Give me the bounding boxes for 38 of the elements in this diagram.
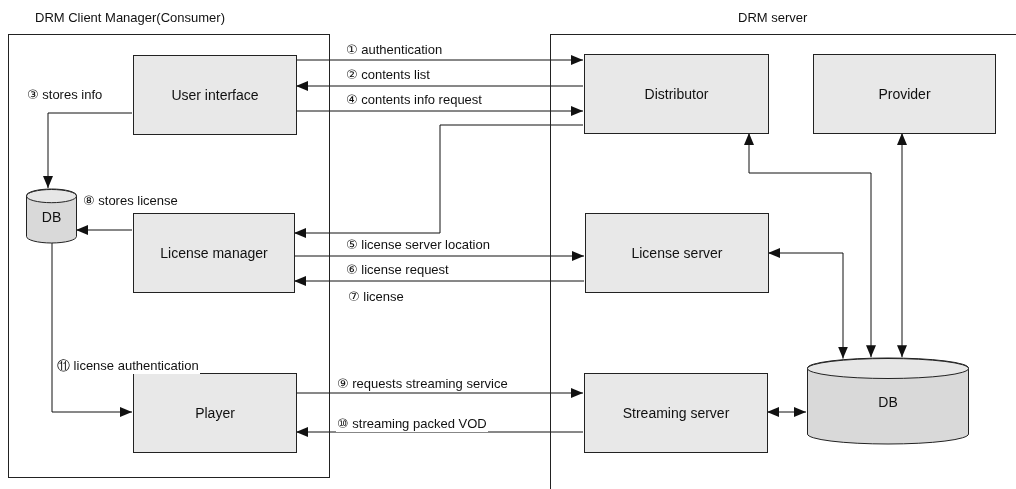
arrow <box>51 242 133 417</box>
node-label: DB <box>878 393 898 410</box>
process-box <box>584 54 769 134</box>
process-box <box>133 373 297 453</box>
group-title: DRM Client Manager(Consumer) <box>35 10 225 25</box>
node-label: Provider <box>878 86 931 102</box>
arrow <box>295 81 584 91</box>
arrow <box>767 248 848 360</box>
arrow <box>43 112 133 189</box>
arrow <box>293 276 585 286</box>
node-label: Distributor <box>644 86 709 102</box>
arrow <box>75 225 133 235</box>
edge-label: ④ contents info request <box>345 92 483 108</box>
arrow <box>295 55 584 65</box>
node-label: User interface <box>171 87 259 103</box>
node-label: Player <box>195 405 235 421</box>
edge-label: ⑨ requests streaming service <box>336 376 509 392</box>
process-box <box>585 213 769 293</box>
arrow <box>295 427 584 437</box>
edge-label: ⑥ license request <box>345 262 450 278</box>
process-box <box>584 373 768 453</box>
arrow <box>744 132 876 358</box>
node-label: License manager <box>160 245 268 261</box>
arrow <box>293 251 585 261</box>
group-title: DRM server <box>738 10 808 25</box>
process-box <box>813 54 996 134</box>
process-box <box>133 213 295 293</box>
edge-label: ⑩ streaming packed VOD <box>336 416 488 432</box>
edge-label: ⑪ license authentication <box>56 358 200 374</box>
arrow <box>897 132 907 358</box>
arrow <box>295 388 584 398</box>
node-label: DB <box>41 208 62 225</box>
process-box <box>133 55 297 135</box>
arrow <box>766 407 807 417</box>
node-label: Streaming server <box>622 405 730 421</box>
arrow <box>293 124 584 238</box>
arrow <box>295 106 584 116</box>
node-label: License server <box>631 245 723 261</box>
